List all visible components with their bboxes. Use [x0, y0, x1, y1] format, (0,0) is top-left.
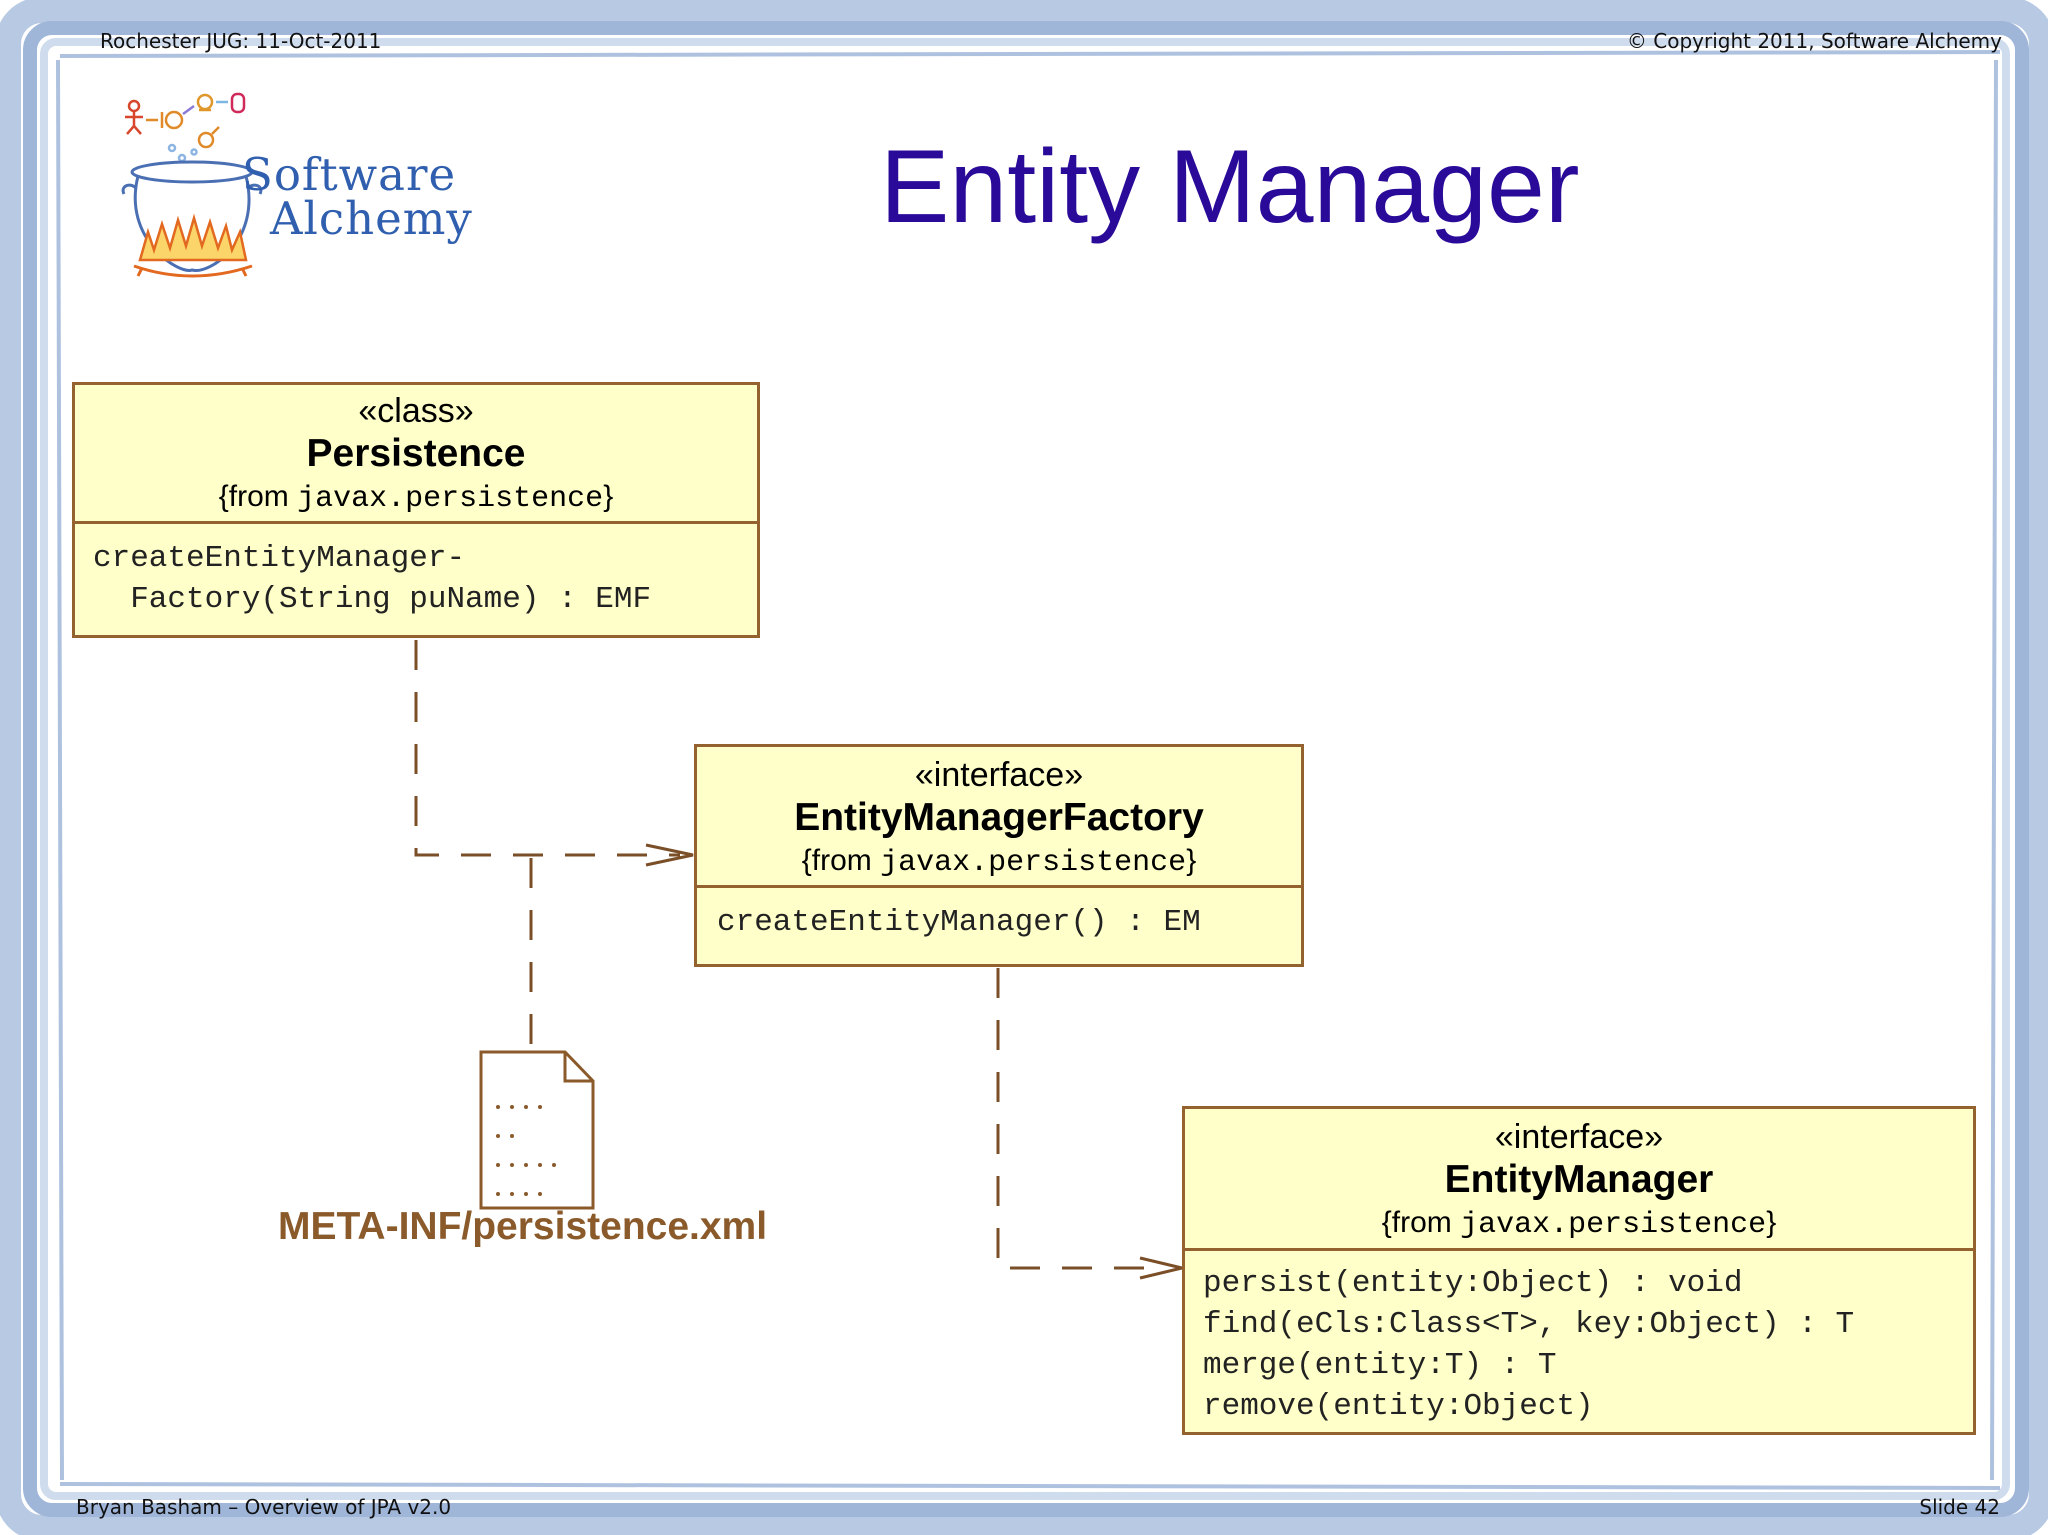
- emf-stereotype: «interface»: [914, 756, 1084, 794]
- emf-interface-box: «interface» EntityManagerFactory {from j…: [694, 744, 1304, 967]
- document-icon: [479, 1050, 595, 1210]
- em-interface-box: «interface» EntityManager {from javax.pe…: [1182, 1106, 1976, 1435]
- logo: Software Alchemy: [120, 90, 472, 280]
- em-interface-header: «interface» EntityManager {from javax.pe…: [1185, 1109, 1973, 1251]
- arrowhead-to-emf: [645, 843, 694, 867]
- em-package: {from javax.persistence}: [1381, 1206, 1777, 1242]
- persistence-stereotype: «class»: [358, 392, 474, 430]
- header-event-date: Rochester JUG: 11-Oct-2011: [100, 29, 382, 53]
- header-copyright: © Copyright 2011, Software Alchemy: [1626, 29, 2002, 53]
- logo-text-software: Software: [242, 148, 457, 201]
- persistence-package: {from javax.persistence}: [218, 480, 614, 516]
- arrowhead-to-em: [1139, 1256, 1183, 1280]
- emf-interface-name: EntityManagerFactory: [794, 796, 1204, 839]
- em-interface-name: EntityManager: [1444, 1158, 1714, 1201]
- persistence-class-name: Persistence: [306, 432, 526, 475]
- emf-interface-header: «interface» EntityManagerFactory {from j…: [697, 747, 1301, 888]
- persistence-operations: createEntityManager- Factory(String puNa…: [93, 541, 652, 617]
- cauldron-icon: [121, 92, 263, 278]
- dependency-persistence-to-emf: [414, 640, 680, 857]
- footer-slide-number: Slide 42: [1919, 1495, 2000, 1519]
- emf-package: {from javax.persistence}: [801, 844, 1197, 880]
- dependency-emf-to-em: [996, 968, 1158, 1270]
- emf-operations: createEntityManager() : EM: [717, 905, 1201, 940]
- persistence-class-box: «class» Persistence {from javax.persiste…: [72, 382, 760, 638]
- slide-title: Entity Manager: [880, 129, 1580, 245]
- logo-text-alchemy: Alchemy: [270, 192, 473, 245]
- persistence-xml-label: META-INF/persistence.xml: [278, 1205, 768, 1248]
- footer-author-talk: Bryan Basham – Overview of JPA v2.0: [76, 1495, 452, 1519]
- em-stereotype: «interface»: [1494, 1118, 1664, 1156]
- em-operations: persist(entity:Object) : void find(eCls:…: [1203, 1266, 1855, 1424]
- persistence-class-header: «class» Persistence {from javax.persiste…: [75, 385, 757, 524]
